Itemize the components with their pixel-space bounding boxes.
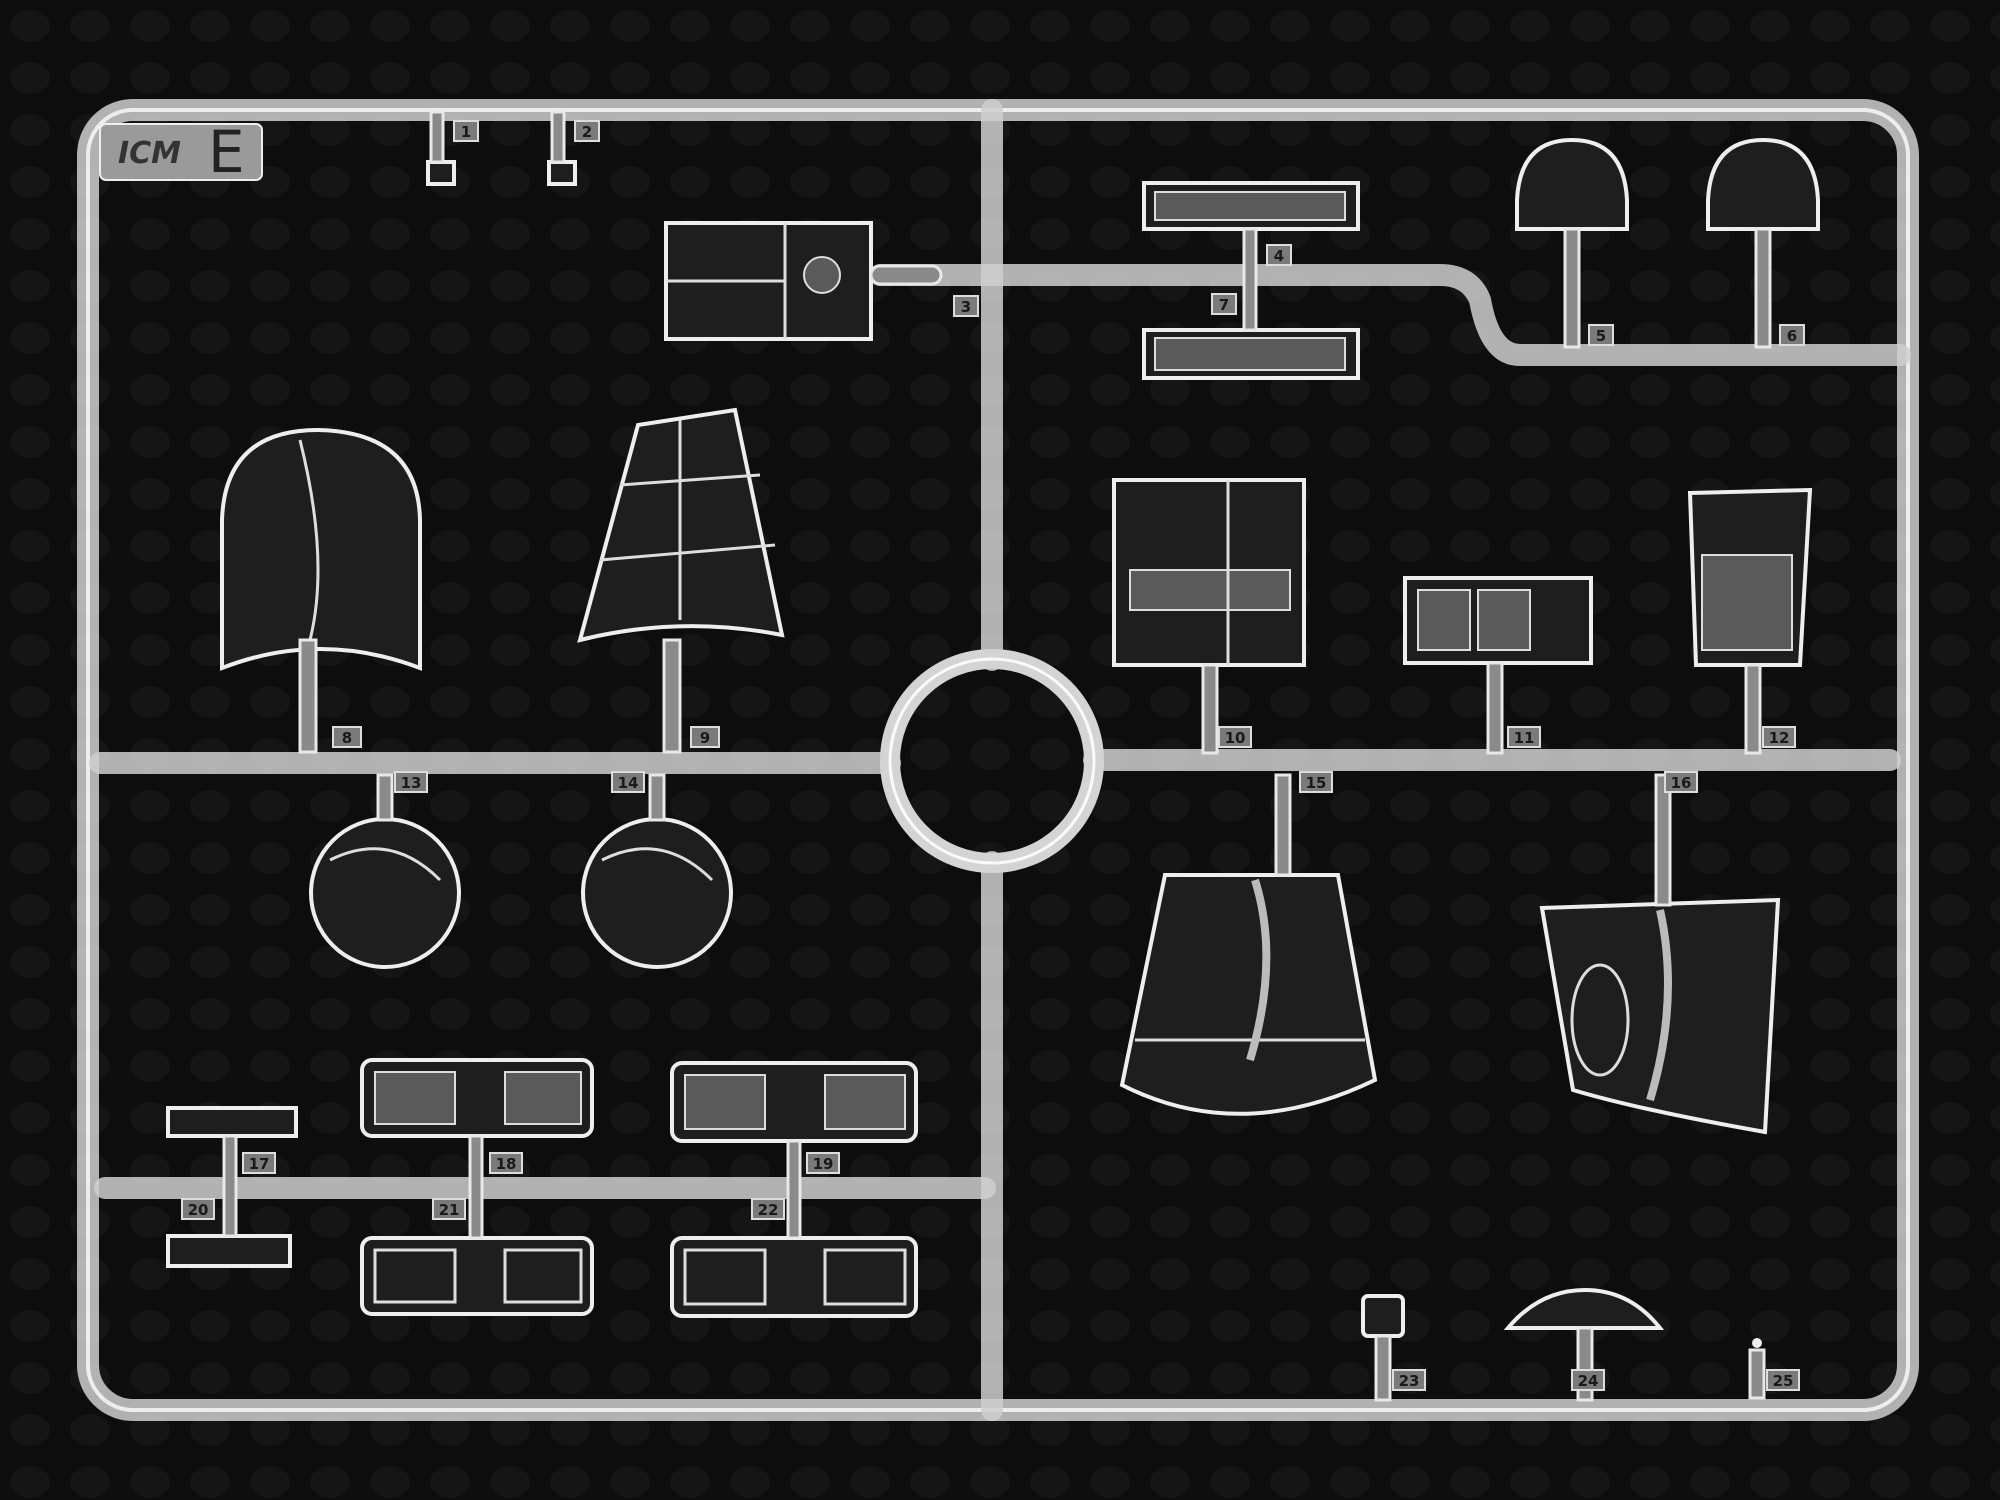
part-1 xyxy=(426,160,456,186)
part-number: 23 xyxy=(1399,1372,1420,1390)
part-14 xyxy=(581,817,733,969)
part-11 xyxy=(1403,576,1593,755)
part-13 xyxy=(309,817,461,969)
part-21 xyxy=(360,1236,594,1316)
part-22 xyxy=(670,1236,918,1318)
part-number: 10 xyxy=(1225,729,1246,747)
part-23 xyxy=(1361,1294,1405,1338)
part-number: 16 xyxy=(1671,774,1692,792)
part-number: 7 xyxy=(1219,296,1229,314)
part-17 xyxy=(166,1106,298,1138)
part-number: 14 xyxy=(618,774,639,792)
part-number: 9 xyxy=(700,729,710,747)
part-number: 21 xyxy=(439,1201,460,1219)
part-number: 12 xyxy=(1769,729,1790,747)
part-number: 17 xyxy=(249,1155,270,1173)
part-12 xyxy=(1687,487,1813,755)
part-15 xyxy=(1119,773,1378,1116)
part-20 xyxy=(166,1234,292,1268)
part-number: 2 xyxy=(582,123,592,141)
part-3 xyxy=(664,221,943,341)
part-number: 20 xyxy=(188,1201,209,1219)
part-7 xyxy=(1142,328,1360,380)
part-2 xyxy=(547,160,577,186)
part-number: 1 xyxy=(461,123,471,141)
part-18 xyxy=(360,1058,594,1138)
part-10 xyxy=(1112,478,1306,755)
part-number: 13 xyxy=(401,774,422,792)
part-number: 5 xyxy=(1596,327,1606,345)
part-9 xyxy=(577,407,785,754)
part-number: 4 xyxy=(1274,247,1284,265)
part-number: 15 xyxy=(1306,774,1327,792)
sprue-frame xyxy=(77,99,1919,1421)
part-number: 8 xyxy=(342,729,352,747)
part-19 xyxy=(670,1061,918,1143)
part-8 xyxy=(220,427,422,671)
part-24 xyxy=(1503,1287,1665,1330)
parts xyxy=(166,110,1820,1402)
part-number: 6 xyxy=(1787,327,1797,345)
part-16 xyxy=(1539,773,1781,1135)
sprue-letter: E xyxy=(208,118,245,186)
part-6 xyxy=(1706,137,1820,231)
part-5 xyxy=(1515,137,1629,231)
part-number: 25 xyxy=(1773,1372,1794,1390)
part-number: 3 xyxy=(961,298,971,316)
part-number-tabs: 1 2 3 4 5 6 7 8 9 10 11 12 13 14 15 16 1… xyxy=(181,120,1805,1391)
part-4 xyxy=(1142,181,1360,231)
part-number: 22 xyxy=(758,1201,779,1219)
part-number: 24 xyxy=(1578,1372,1599,1390)
part-number: 18 xyxy=(496,1155,517,1173)
logo: ICM xyxy=(118,136,181,171)
part-number: 11 xyxy=(1514,729,1535,747)
part-number: 19 xyxy=(813,1155,834,1173)
logo-tag: ICM E xyxy=(99,118,263,186)
part-25 xyxy=(1752,1338,1762,1348)
